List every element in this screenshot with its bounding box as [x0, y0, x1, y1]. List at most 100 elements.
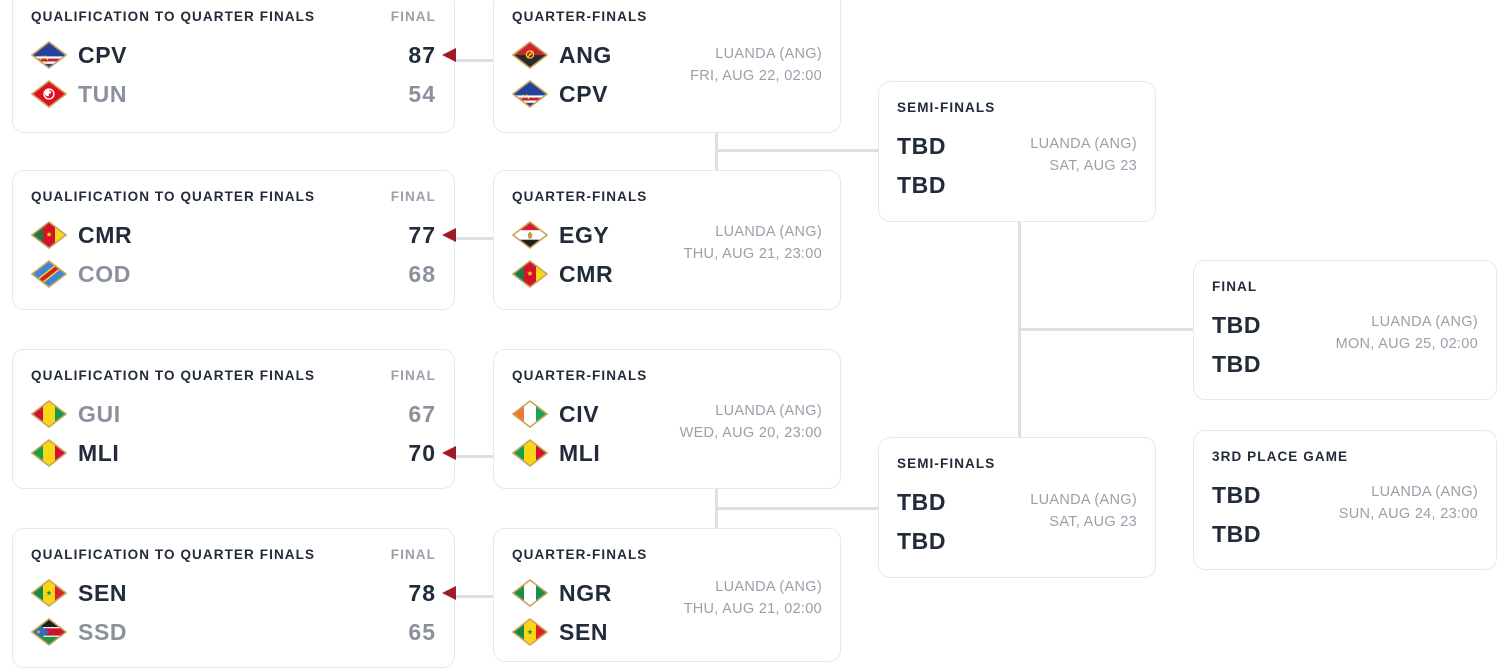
card-title: QUARTER-FINALS	[512, 189, 648, 204]
bracket-connector	[454, 455, 494, 458]
team-code: CMR	[559, 260, 614, 287]
team-code: SEN	[78, 579, 128, 606]
team-row: TBD	[1212, 350, 1478, 378]
team-score: 54	[408, 80, 436, 107]
match-card-quarterfinal-4[interactable]: QUARTER-FINALS NGR SEN LUANDA (ANG) THU,…	[493, 528, 841, 662]
team-code: MLI	[559, 439, 601, 466]
team-placeholder: TBD	[897, 488, 947, 515]
team-score: 65	[408, 618, 436, 645]
team-row: EGY	[512, 221, 822, 249]
team-row: SEN 78	[31, 579, 456, 607]
flag-cpv-icon	[31, 41, 67, 69]
match-card-third-place[interactable]: 3RD PLACE GAME TBD TBD LUANDA (ANG) SUN,…	[1193, 430, 1497, 570]
team-row: CPV 87	[31, 41, 456, 69]
team-code: GUI	[78, 400, 121, 427]
card-title: QUALIFICATION TO QUARTER FINALS	[31, 189, 316, 204]
venue-city: LUANDA (ANG)	[715, 403, 822, 419]
team-score: 68	[408, 260, 436, 287]
team-row: TBD	[1212, 520, 1478, 548]
team-row: GUI 67	[31, 400, 436, 428]
flag-sen-icon	[512, 618, 548, 646]
flag-cod-icon	[31, 260, 67, 288]
card-title: SEMI-FINALS	[897, 100, 996, 115]
match-card-qualification-4[interactable]: QUALIFICATION TO QUARTER FINALS FINAL SE…	[12, 528, 456, 668]
venue-datetime: THU, AUG 21, 02:00	[683, 601, 822, 617]
team-placeholder: TBD	[897, 527, 947, 554]
team-code: MLI	[78, 439, 120, 466]
venue-city: LUANDA (ANG)	[715, 224, 822, 240]
team-row: TBD	[897, 488, 1137, 516]
card-title: QUALIFICATION TO QUARTER FINALS	[31, 368, 316, 383]
team-score: 67	[408, 400, 436, 427]
match-venue: LUANDA (ANG) FRI, AUG 22, 02:00	[690, 43, 822, 87]
team-row: COD 68	[31, 260, 436, 288]
venue-datetime: FRI, AUG 22, 02:00	[690, 67, 822, 84]
match-card-quarterfinal-3[interactable]: QUARTER-FINALS CIV MLI LUANDA (ANG) WED,…	[493, 349, 841, 489]
card-title: QUARTER-FINALS	[512, 9, 648, 24]
venue-datetime: WED, AUG 20, 23:00	[679, 425, 822, 441]
team-row: TUN 54	[31, 80, 436, 108]
match-card-semifinal-1[interactable]: SEMI-FINALS TBD TBD LUANDA (ANG) SAT, AU…	[878, 81, 1156, 222]
flag-tun-icon	[31, 80, 67, 108]
match-venue: LUANDA (ANG) THU, AUG 21, 02:00	[684, 576, 822, 620]
team-row: SEN	[512, 618, 822, 646]
flag-ang-icon	[512, 41, 548, 69]
winner-arrow-icon	[442, 48, 456, 62]
card-title: 3RD PLACE GAME	[1212, 449, 1349, 464]
team-code: SEN	[559, 618, 609, 645]
venue-city: LUANDA (ANG)	[715, 45, 822, 62]
winner-arrow-icon	[442, 228, 456, 242]
team-score: 70	[408, 439, 436, 466]
match-card-quarterfinal-2[interactable]: QUARTER-FINALS EGY CMR LUANDA (ANG) THU,…	[493, 170, 841, 310]
match-venue: LUANDA (ANG) MON, AUG 25, 02:00	[1336, 311, 1478, 355]
team-code: EGY	[559, 221, 610, 248]
team-row: CIV	[512, 400, 822, 428]
venue-city: LUANDA (ANG)	[1371, 484, 1478, 500]
card-title: SEMI-FINALS	[897, 456, 996, 471]
flag-egy-icon	[512, 221, 548, 249]
team-code: ANG	[559, 41, 612, 68]
team-score: 77	[408, 221, 436, 248]
flag-mli-icon	[512, 439, 548, 467]
team-row: ANG	[512, 41, 822, 69]
team-placeholder: TBD	[1212, 311, 1262, 338]
team-code: SSD	[78, 618, 128, 645]
team-row: MLI 70	[31, 439, 456, 467]
card-title: QUARTER-FINALS	[512, 547, 648, 562]
flag-cpv-icon	[512, 80, 548, 108]
venue-datetime: THU, AUG 21, 23:00	[683, 246, 822, 262]
team-code: TUN	[78, 80, 128, 107]
match-status: FINAL	[390, 189, 436, 204]
match-card-semifinal-2[interactable]: SEMI-FINALS TBD TBD LUANDA (ANG) SAT, AU…	[878, 437, 1156, 578]
bracket-connector	[1018, 328, 1195, 331]
match-venue: LUANDA (ANG) WED, AUG 20, 23:00	[680, 400, 822, 444]
team-code: COD	[78, 260, 131, 287]
bracket-connector	[454, 595, 494, 598]
match-card-qualification-3[interactable]: QUALIFICATION TO QUARTER FINALS FINAL GU…	[12, 349, 456, 489]
venue-city: LUANDA (ANG)	[715, 579, 822, 595]
venue-datetime: SAT, AUG 23	[1049, 513, 1137, 530]
match-card-final[interactable]: FINAL TBD TBD LUANDA (ANG) MON, AUG 25, …	[1193, 260, 1497, 400]
team-code: CPV	[78, 41, 128, 68]
team-row: MLI	[512, 439, 822, 467]
match-venue: LUANDA (ANG) SAT, AUG 23	[1030, 489, 1137, 533]
card-title: QUALIFICATION TO QUARTER FINALS	[31, 547, 316, 562]
match-status: FINAL	[390, 547, 436, 562]
team-placeholder: TBD	[897, 171, 947, 198]
team-row: CPV	[512, 80, 822, 108]
team-placeholder: TBD	[1212, 481, 1262, 508]
venue-city: LUANDA (ANG)	[1030, 491, 1137, 508]
card-title: QUALIFICATION TO QUARTER FINALS	[31, 9, 316, 24]
match-card-qualification-1[interactable]: QUALIFICATION TO QUARTER FINALS FINAL CP…	[12, 0, 456, 133]
team-score: 87	[408, 41, 436, 68]
bracket-connector	[454, 59, 494, 62]
card-title: QUARTER-FINALS	[512, 368, 648, 383]
team-row: TBD	[1212, 481, 1478, 509]
match-card-quarterfinal-1[interactable]: QUARTER-FINALS ANG CPV LUANDA (ANG) FRI,…	[493, 0, 841, 133]
match-card-qualification-2[interactable]: QUALIFICATION TO QUARTER FINALS FINAL CM…	[12, 170, 456, 310]
bracket-connector	[715, 507, 880, 510]
team-code: CIV	[559, 400, 600, 427]
flag-cmr-icon	[512, 260, 548, 288]
bracket-connector	[715, 149, 880, 152]
